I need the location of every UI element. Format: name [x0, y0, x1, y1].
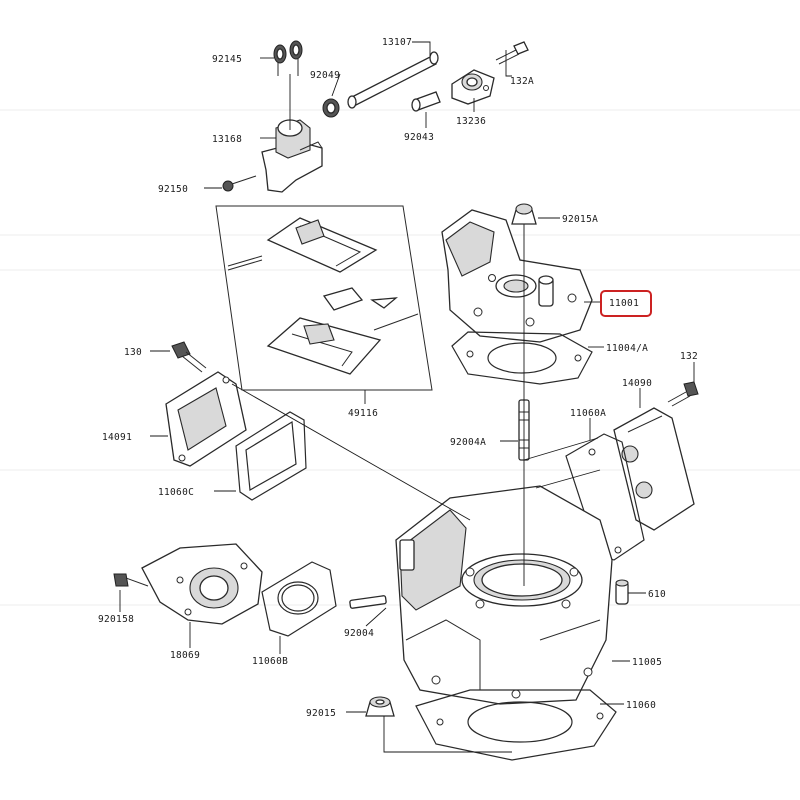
part-11004A-head-gasket	[451, 331, 593, 385]
highlight-box-11001	[600, 290, 652, 317]
label-49116: 49116	[348, 408, 378, 419]
part-11060B-gasket	[261, 561, 337, 637]
part-14090-cover	[613, 407, 695, 531]
label-13168: 13168	[212, 134, 242, 145]
part-13168-holder	[261, 119, 323, 193]
label-14090: 14090	[622, 378, 652, 389]
part-610-pin	[615, 579, 629, 605]
label-92004: 92004	[344, 628, 374, 639]
label-132A: 132A	[510, 76, 534, 87]
part-92043-pin	[411, 91, 441, 112]
part-130-bolt	[171, 341, 207, 373]
part-11060C-gasket	[235, 411, 307, 501]
part-11001-cylinder-head	[441, 209, 593, 343]
part-13236-housing	[451, 69, 495, 105]
label-11060: 11060	[626, 700, 656, 711]
part-14091-cover	[165, 371, 247, 467]
part-11060-base-gasket	[415, 689, 617, 761]
label-92043: 92043	[404, 132, 434, 143]
label-130: 130	[124, 347, 142, 358]
part-92015A-nut	[511, 203, 537, 240]
label-92004A: 92004A	[450, 437, 486, 448]
label-92145: 92145	[212, 54, 242, 65]
part-92145-springs	[273, 40, 303, 76]
label-13107: 13107	[382, 37, 412, 48]
label-18069: 18069	[170, 650, 200, 661]
part-92150-screw	[222, 175, 257, 192]
part-132-bolt	[667, 381, 699, 407]
leader-lines	[119, 41, 695, 753]
label-11001: 11001	[609, 298, 639, 309]
label-610: 610	[648, 589, 666, 600]
part-11005-cylinder	[395, 485, 613, 705]
label-92015A: 92015A	[562, 214, 598, 225]
label-13236: 13236	[456, 116, 486, 127]
part-18069-intake-manifold	[141, 543, 263, 625]
label-11004A: 11004/A	[606, 343, 648, 354]
part-132A-bolt	[495, 41, 529, 65]
label-920158: 920158	[98, 614, 134, 625]
part-92015-nut	[365, 696, 395, 717]
part-92004-stud	[349, 595, 387, 609]
label-92049: 92049	[310, 70, 340, 81]
part-92049-seal	[322, 98, 340, 118]
label-92150: 92150	[158, 184, 188, 195]
label-132: 132	[680, 351, 698, 362]
label-11060B: 11060B	[252, 656, 288, 667]
label-11060A: 11060A	[570, 408, 606, 419]
label-11005: 11005	[632, 657, 662, 668]
label-14091: 14091	[102, 432, 132, 443]
label-11060C: 11060C	[158, 487, 194, 498]
part-49116-valve-kit	[215, 205, 433, 391]
label-92015: 92015	[306, 708, 336, 719]
part-13107-shaft	[347, 51, 439, 109]
part-920158-screw	[113, 573, 149, 587]
part-labels: 92145 13107 92049 132A 13168 92043 13236…	[98, 37, 698, 719]
